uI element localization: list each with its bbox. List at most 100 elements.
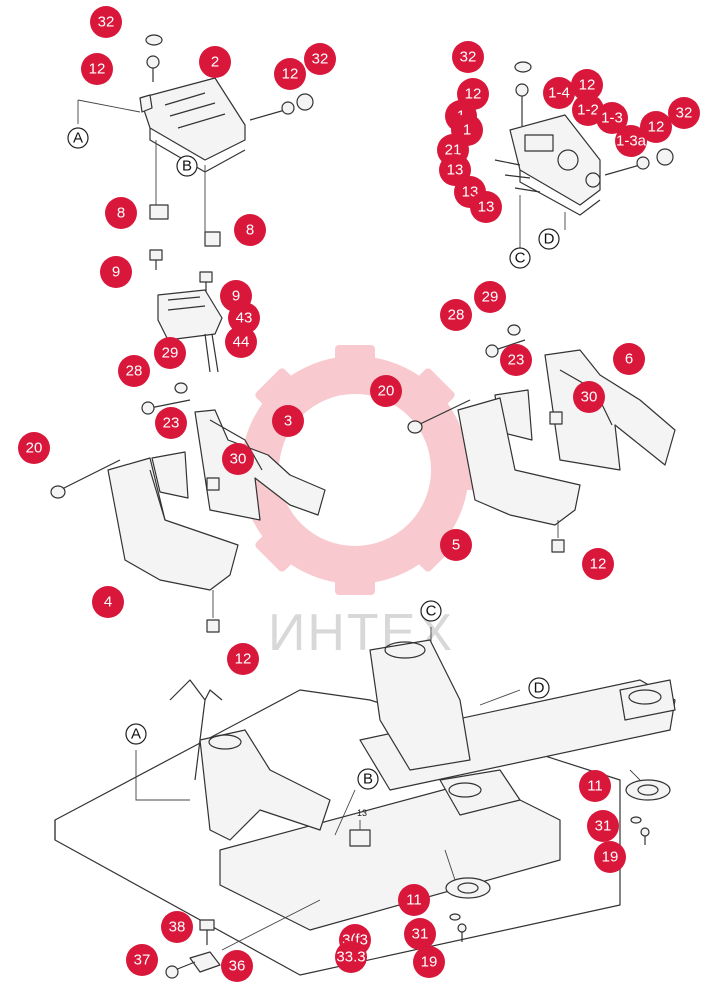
callout-44: 44: [225, 326, 257, 358]
bolt-37: [165, 961, 196, 979]
bolt-12-right-top: [515, 83, 529, 126]
callout-label: 12: [282, 66, 299, 83]
callout-label: 32: [676, 105, 693, 122]
reference-letter-label: B: [363, 771, 373, 788]
callout-43: 43: [228, 302, 260, 334]
callout-4: 4: [92, 586, 124, 618]
cap-32-left: [145, 34, 163, 46]
callout-label: 12: [579, 77, 596, 94]
callout-label: 1-3a: [616, 133, 647, 150]
callout-32: 32: [90, 6, 122, 38]
bolt-20-right: [407, 399, 471, 434]
clip-38: [199, 919, 215, 945]
callout-29: 29: [154, 337, 186, 369]
callout-30: 30: [573, 381, 605, 413]
callout-label: 12: [235, 651, 252, 668]
reference-letter-label: C: [426, 603, 437, 620]
reference-letter-label: D: [544, 231, 555, 248]
callout-31: 31: [587, 810, 619, 842]
bolt-12-lower-right: [551, 520, 565, 553]
bolt-12-right-upper: [249, 93, 314, 121]
reference-letter-label: A: [73, 130, 83, 147]
callout-label: 3: [284, 413, 292, 430]
callout-8: 8: [234, 214, 266, 246]
bolt-20-left: [50, 459, 121, 499]
console-cover-left: [139, 77, 246, 173]
console-cover-right: [494, 114, 601, 216]
callout-label: 20: [26, 440, 43, 457]
callout-38: 38: [161, 911, 193, 943]
reference-letter-label: D: [534, 680, 545, 697]
callout-label: 29: [482, 289, 499, 306]
callout-label: 1: [463, 122, 471, 139]
callout-6: 6: [613, 343, 645, 375]
callout-20: 20: [370, 375, 402, 407]
callout-29: 29: [474, 281, 506, 313]
callout-label: 23: [508, 352, 525, 369]
callout-30: 30: [222, 443, 254, 475]
callout-label: 28: [448, 307, 465, 324]
bracket-8-right: [204, 231, 221, 247]
callout-label: 32: [312, 51, 329, 68]
callout-label: 36: [229, 958, 246, 975]
reference-letter-c: C: [420, 600, 442, 622]
cap-32-right: [514, 61, 532, 73]
callout-1-3a: 1-3a: [615, 125, 647, 157]
callout-label: 11: [587, 778, 603, 795]
callout-32: 32: [304, 43, 336, 75]
callout-label: 12: [465, 86, 482, 103]
callout-label: 44: [233, 334, 250, 351]
callout-23: 23: [500, 344, 532, 376]
callout-label: 31: [412, 926, 429, 943]
callout-label: 1-4: [548, 85, 570, 102]
mount-11-left: [445, 877, 491, 942]
side-panel-5: [457, 397, 581, 526]
callout-9: 9: [100, 256, 132, 288]
callout-label: 13: [478, 199, 495, 216]
callout-label: 32: [98, 14, 115, 31]
reference-letter-a: A: [125, 723, 147, 745]
callout-label: 38: [169, 919, 186, 936]
callout-label: 29: [162, 345, 179, 362]
callout-label: 12: [89, 61, 106, 78]
callout-11: 11: [398, 884, 430, 916]
callout-12: 12: [227, 643, 259, 675]
bracket-36: [189, 951, 221, 973]
callout-label: 33.3: [336, 949, 365, 966]
callout-label: 4: [104, 594, 112, 611]
bolt-12-left: [146, 55, 160, 82]
washer-29-left: [174, 382, 188, 394]
callout-31: 31: [404, 918, 436, 950]
callout-23: 23: [155, 407, 187, 439]
callout-12: 12: [274, 58, 306, 90]
panel-23-left: [151, 451, 189, 499]
switch-module-43: [157, 289, 223, 373]
callout-32: 32: [668, 97, 700, 129]
callout-label: 8: [117, 205, 125, 222]
callout-label: 37: [134, 952, 151, 969]
screw-9-right: [199, 271, 213, 292]
callout-28: 28: [118, 355, 150, 387]
reference-letter-c: C: [509, 247, 531, 269]
callout-label: 20: [378, 383, 395, 400]
callout-label: 1-3: [601, 110, 623, 127]
washer-29-right: [507, 324, 521, 336]
reference-letter-a: A: [67, 127, 89, 149]
callout-2: 2: [199, 46, 231, 78]
callout-1-3: 1-3: [596, 102, 628, 134]
callout-label: 31: [595, 818, 612, 835]
callout-label: 23: [163, 415, 180, 432]
callout-label: 19: [602, 849, 619, 866]
floor-frame: [54, 639, 676, 976]
callout-28: 28: [440, 299, 472, 331]
callout-label: 6: [625, 351, 633, 368]
callout-label: 5: [452, 537, 460, 554]
callout-13: 13: [470, 191, 502, 223]
callout-label: 1-2: [577, 102, 599, 119]
callout-label: 30: [581, 389, 598, 406]
reference-letter-b: B: [176, 155, 198, 177]
callout-1-4: 1-4: [543, 77, 575, 109]
bolt-28-left: [141, 399, 191, 415]
callout-label: 12: [590, 556, 607, 573]
